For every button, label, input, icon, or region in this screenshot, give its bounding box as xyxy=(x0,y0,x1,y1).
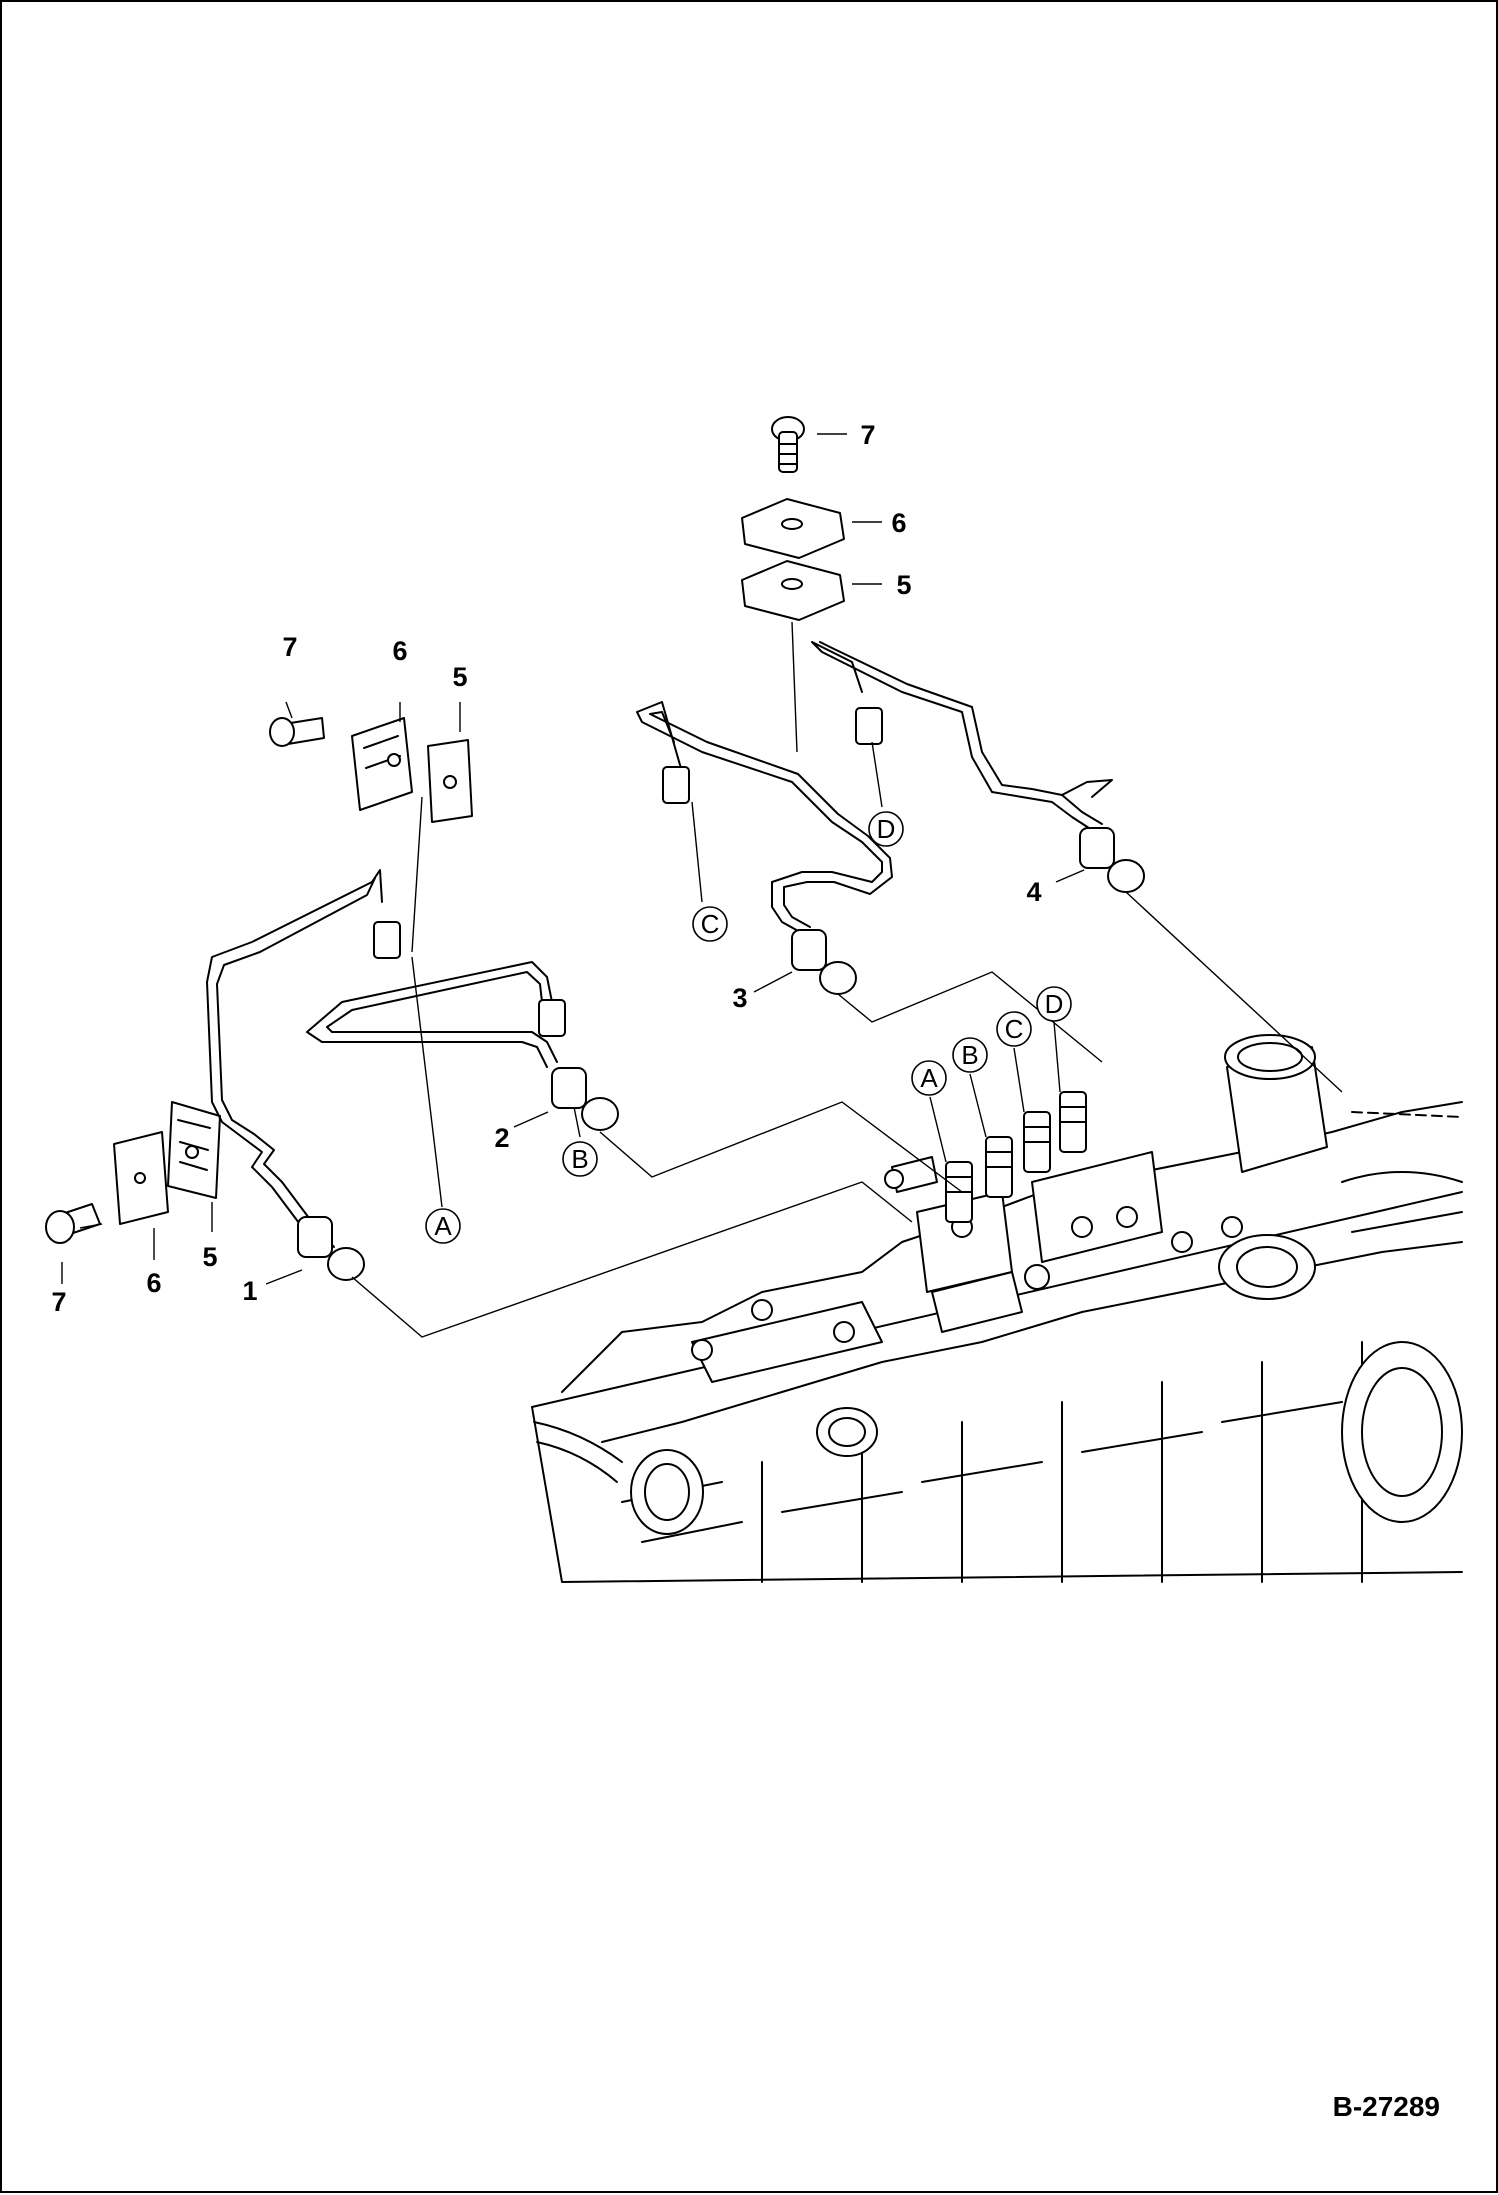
callout-6-upper-center: 6 xyxy=(891,508,906,538)
callout-5-upper-left: 5 xyxy=(452,662,467,692)
svg-text:B: B xyxy=(961,1040,978,1070)
callout-4: 4 xyxy=(1026,877,1041,907)
injection-pipe-1 xyxy=(206,869,401,1281)
leader-lines xyxy=(61,433,1343,1338)
callout-7-lower-left: 7 xyxy=(51,1287,66,1317)
connector-marker-a-pump: A xyxy=(911,1060,947,1096)
reference-number: B-27289 xyxy=(1332,2091,1440,2122)
svg-text:A: A xyxy=(434,1211,452,1241)
callout-6-lower-left: 6 xyxy=(146,1268,161,1298)
callout-7-upper-left: 7 xyxy=(282,632,297,662)
engine-block xyxy=(531,1034,1463,1583)
clamp-set-lower-left xyxy=(45,1101,221,1244)
svg-text:C: C xyxy=(701,909,720,939)
callout-5-upper-center: 5 xyxy=(896,570,911,600)
injection-pipe-4 xyxy=(811,641,1145,893)
connector-marker-b-pipe: B xyxy=(562,1141,598,1177)
connector-marker-d-pipe: D xyxy=(868,811,904,847)
svg-text:B: B xyxy=(571,1144,588,1174)
connector-marker-b-pump: B xyxy=(952,1037,988,1073)
connector-marker-d-pump: D xyxy=(1036,986,1072,1022)
injection-pipe-3 xyxy=(636,701,893,995)
callout-3: 3 xyxy=(732,983,747,1013)
connector-marker-c-pump: C xyxy=(996,1011,1032,1047)
svg-text:C: C xyxy=(1005,1014,1024,1044)
callout-6-upper-left: 6 xyxy=(392,636,407,666)
svg-text:D: D xyxy=(877,814,896,844)
clamp-set-upper-left xyxy=(269,717,473,823)
callout-1: 1 xyxy=(242,1276,257,1306)
svg-text:D: D xyxy=(1045,989,1064,1019)
clamp-set-upper-center xyxy=(741,416,845,621)
connector-marker-c-pipe: C xyxy=(692,906,728,942)
injection-pipe-2 xyxy=(306,961,619,1131)
callout-7-upper-center: 7 xyxy=(860,420,875,450)
callout-2: 2 xyxy=(494,1123,509,1153)
callout-5-lower-left: 5 xyxy=(202,1242,217,1272)
connector-marker-a-pipe: A xyxy=(425,1208,461,1244)
svg-text:A: A xyxy=(920,1063,938,1093)
